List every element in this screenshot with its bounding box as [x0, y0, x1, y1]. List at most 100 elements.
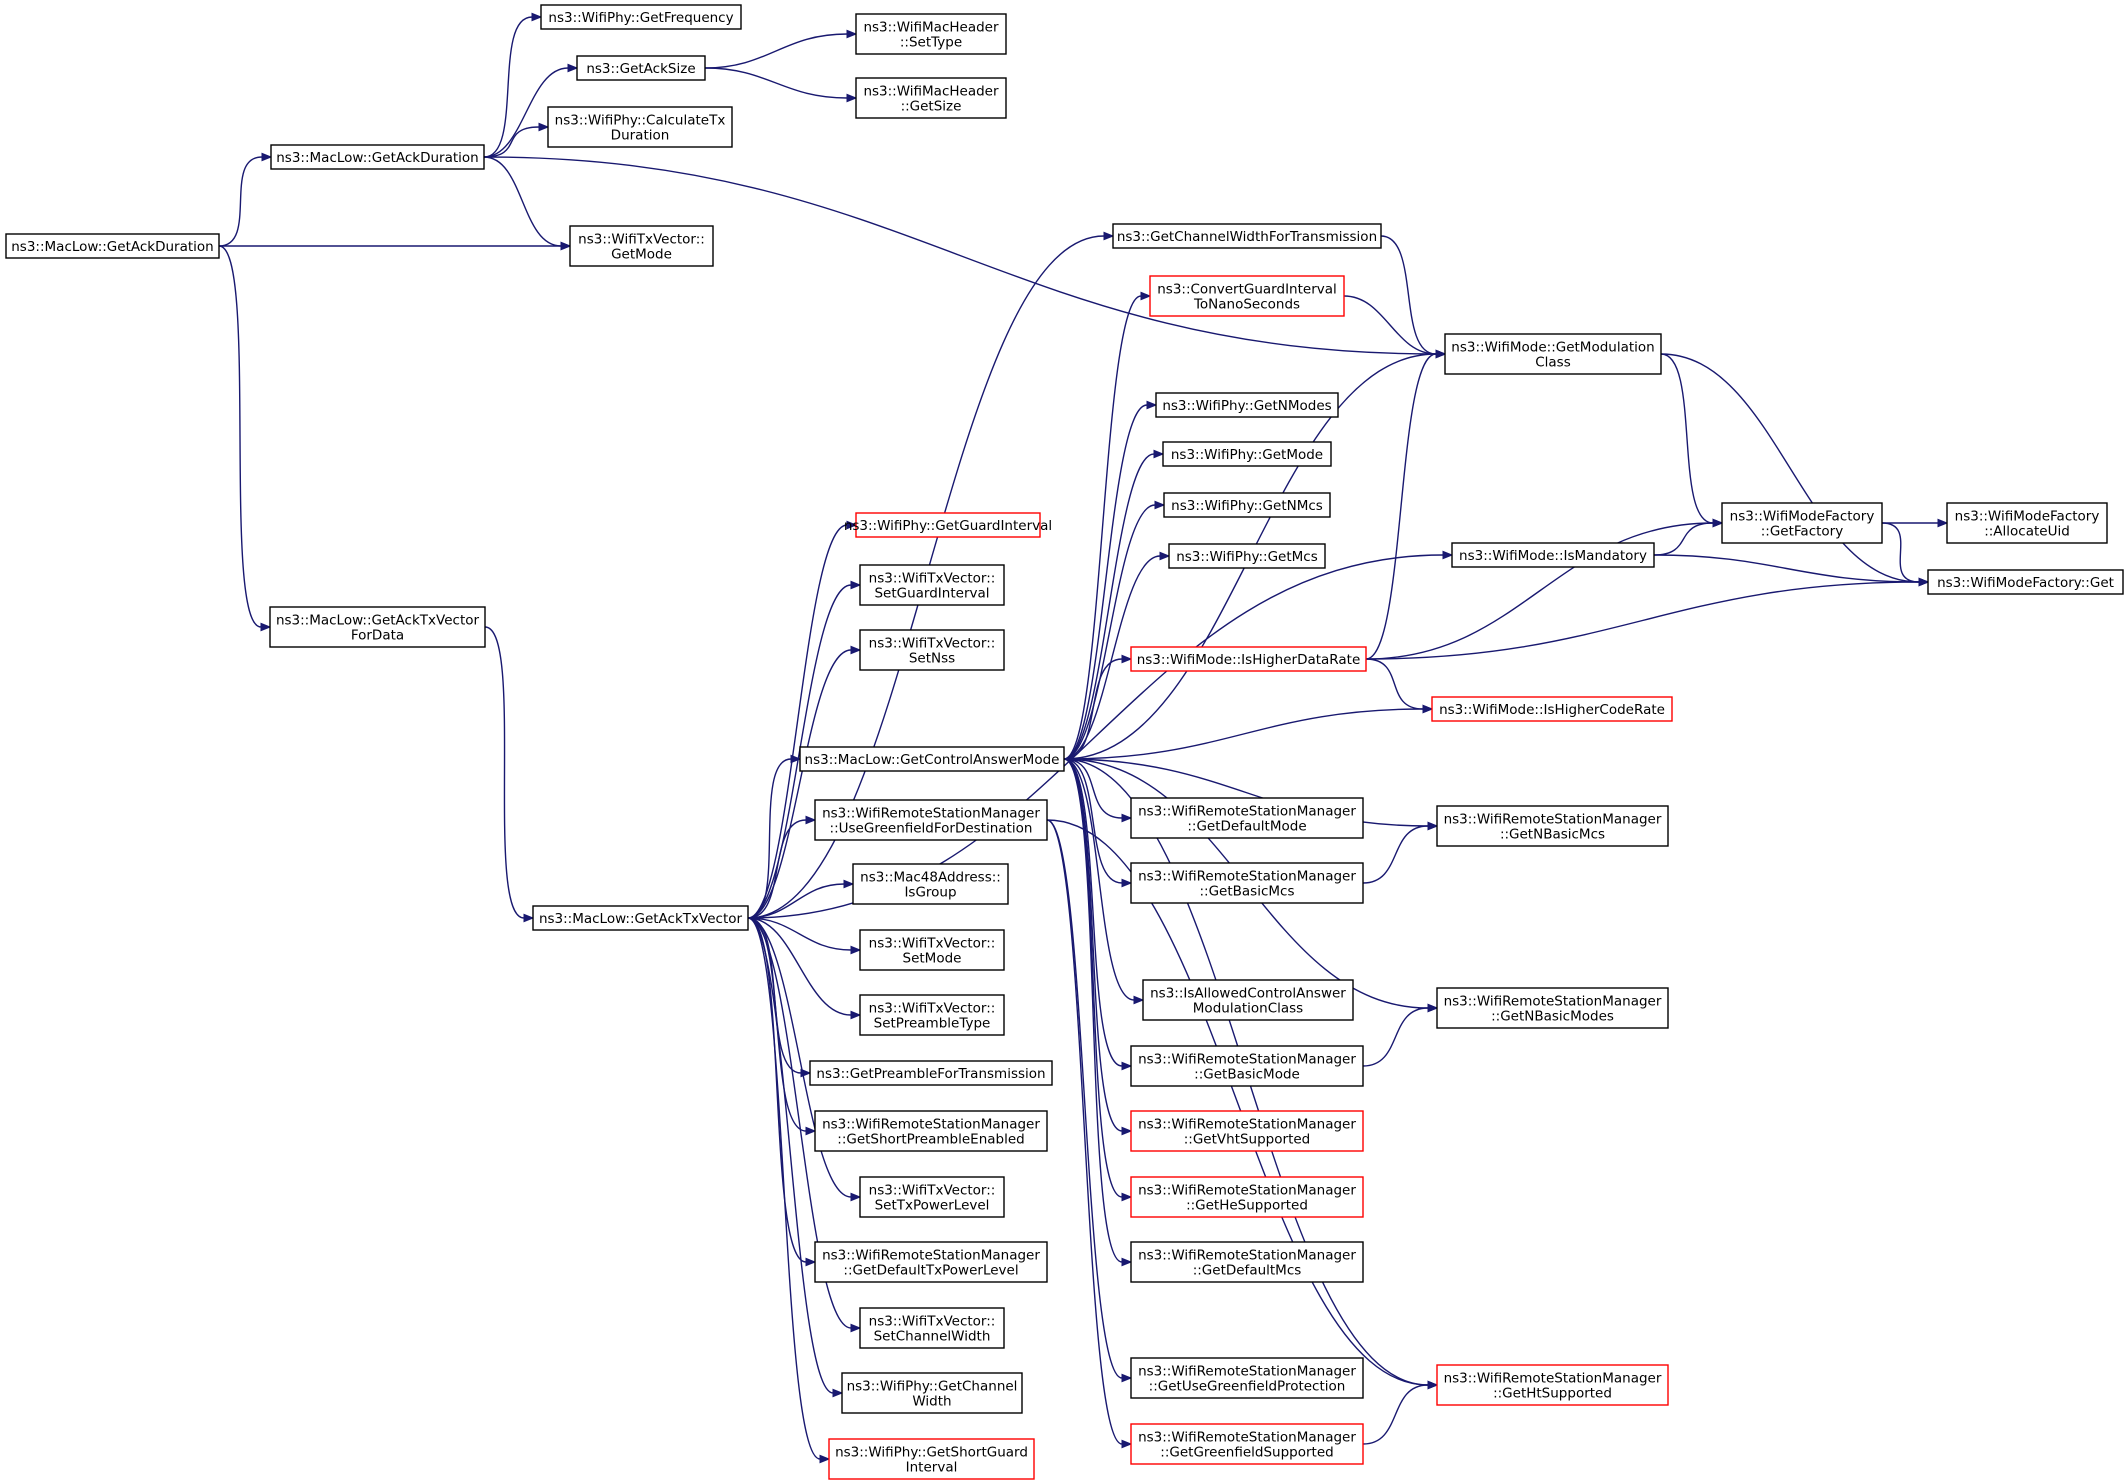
node-box	[1130, 1045, 1364, 1087]
node-wrsm-use-greenfield-for-destination[interactable]: ns3::WifiRemoteStationManager::UseGreenf…	[814, 799, 1048, 841]
node-box	[547, 106, 733, 148]
node-wifitxvector-set-tx-power-level[interactable]: ns3::WifiTxVector::SetTxPowerLevel	[859, 1176, 1005, 1218]
node-maclow-get-ack-tx-vector[interactable]: ns3::MacLow::GetAckTxVector	[532, 905, 749, 931]
node-box	[859, 629, 1005, 671]
node-label: SetTxPowerLevel	[875, 1198, 990, 1214]
arrow-head-maclow-get-ack-tx-vector-to-wifitxvector-set-channel-width	[850, 1323, 862, 1333]
node-wifiphy-get-mcs[interactable]: ns3::WifiPhy::GetMcs	[1168, 543, 1326, 569]
node-wifimode-is-higher-data-rate[interactable]: ns3::WifiMode::IsHigherDataRate	[1130, 646, 1367, 672]
arrow-head-maclow-get-control-answer-mode-to-wifimode-is-higher-code-rate	[1422, 704, 1434, 714]
node-wrsm-get-ht-supported[interactable]: ns3::WifiRemoteStationManager::GetHtSupp…	[1436, 1364, 1669, 1406]
node-wifiphy-get-channel-width[interactable]: ns3::WifiPhy::GetChannelWidth	[841, 1372, 1023, 1414]
node-get-preamble-for-transmission[interactable]: ns3::GetPreambleForTransmission	[809, 1060, 1053, 1086]
node-label: ToNanoSeconds	[1193, 297, 1300, 313]
edge-maclow-get-control-answer-mode-to-wrsm-get-n-basic-mcs	[1063, 758, 1429, 827]
node-wifitxvector-set-mode[interactable]: ns3::WifiTxVector::SetMode	[859, 929, 1005, 971]
node-wrsm-get-default-mcs[interactable]: ns3::WifiRemoteStationManager::GetDefaul…	[1130, 1241, 1364, 1283]
node-label: ns3::WifiRemoteStationManager	[822, 806, 1040, 822]
node-wifiphy-get-n-modes[interactable]: ns3::WifiPhy::GetNModes	[1155, 392, 1339, 418]
node-wifimode-is-higher-code-rate[interactable]: ns3::WifiMode::IsHigherCodeRate	[1431, 696, 1673, 722]
node-wifitxvector-set-nss[interactable]: ns3::WifiTxVector::SetNss	[859, 629, 1005, 671]
node-label: ::AllocateUid	[1984, 524, 2070, 540]
node-label: SetChannelWidth	[874, 1329, 991, 1345]
node-wrsm-get-vht-supported[interactable]: ns3::WifiRemoteStationManager::GetVhtSup…	[1130, 1110, 1364, 1152]
node-box	[859, 1307, 1005, 1349]
node-wrsm-get-greenfield-supported[interactable]: ns3::WifiRemoteStationManager::GetGreenf…	[1130, 1423, 1364, 1465]
node-wifitxvector-set-channel-width[interactable]: ns3::WifiTxVector::SetChannelWidth	[859, 1307, 1005, 1349]
node-box	[1436, 805, 1669, 847]
node-wifimacheader-get-size[interactable]: ns3::WifiMacHeader::GetSize	[855, 77, 1007, 119]
arrow-head-wrsm-get-greenfield-supported-to-wrsm-get-ht-supported	[1427, 1380, 1439, 1390]
node-wifimodefactory-get-factory[interactable]: ns3::WifiModeFactory::GetFactory	[1721, 502, 1883, 544]
node-wifiphy-get-frequency[interactable]: ns3::WifiPhy::GetFrequency	[540, 4, 742, 30]
node-label: IsGroup	[904, 885, 956, 901]
node-label: ns3::WifiPhy::GetMcs	[1176, 549, 1318, 565]
node-box	[855, 77, 1007, 119]
node-wrsm-get-he-supported[interactable]: ns3::WifiRemoteStationManager::GetHeSupp…	[1130, 1176, 1364, 1218]
node-label: SetPreambleType	[874, 1016, 991, 1032]
node-label: ::SetType	[900, 35, 962, 51]
node-box	[852, 863, 1009, 905]
node-box	[1130, 1176, 1364, 1218]
node-maclow-get-ack-duration[interactable]: ns3::MacLow::GetAckDuration	[270, 144, 485, 170]
edge-wrsm-get-basic-mode-to-wrsm-get-n-basic-modes	[1362, 1007, 1429, 1067]
node-box	[1130, 1423, 1364, 1465]
edge-maclow-get-control-answer-mode-to-wrsm-get-he-supported	[1063, 758, 1123, 1198]
node-mac48address-is-group[interactable]: ns3::Mac48Address::IsGroup	[852, 863, 1009, 905]
node-get-ack-duration-root[interactable]: ns3::MacLow::GetAckDuration	[5, 233, 220, 259]
edge-maclow-get-ack-tx-vector-to-wrsm-get-default-tx-power-level	[747, 917, 807, 1263]
node-label: ::GetSize	[901, 99, 962, 115]
node-wrsm-get-default-tx-power-level[interactable]: ns3::WifiRemoteStationManager::GetDefaul…	[814, 1241, 1048, 1283]
node-wrsm-get-n-basic-mcs[interactable]: ns3::WifiRemoteStationManager::GetNBasic…	[1436, 805, 1669, 847]
node-box	[841, 1372, 1023, 1414]
node-wrsm-get-default-mode[interactable]: ns3::WifiRemoteStationManager::GetDefaul…	[1130, 797, 1364, 839]
node-label: ns3::ConvertGuardInterval	[1157, 282, 1337, 298]
node-wrsm-get-n-basic-modes[interactable]: ns3::WifiRemoteStationManager::GetNBasic…	[1436, 987, 1669, 1029]
node-wifitxvector-set-preamble-type[interactable]: ns3::WifiTxVector::SetPreambleType	[859, 994, 1005, 1036]
node-label: ns3::WifiMacHeader	[863, 84, 999, 100]
node-label: Duration	[611, 128, 670, 144]
node-wifiphy-get-guard-interval[interactable]: ns3::WifiPhy::GetGuardInterval	[844, 512, 1052, 538]
node-wifiphy-get-mode[interactable]: ns3::WifiPhy::GetMode	[1162, 441, 1332, 467]
node-wifitxvector-get-mode[interactable]: ns3::WifiTxVector::GetMode	[569, 225, 714, 267]
edge-maclow-get-control-answer-mode-to-wifimode-is-higher-data-rate	[1063, 658, 1123, 760]
node-wifiphy-get-n-mcs[interactable]: ns3::WifiPhy::GetNMcs	[1163, 492, 1331, 518]
node-get-ack-size[interactable]: ns3::GetAckSize	[576, 55, 706, 81]
node-wrsm-get-basic-mode[interactable]: ns3::WifiRemoteStationManager::GetBasicM…	[1130, 1045, 1364, 1087]
node-label: ::GetBasicMode	[1194, 1067, 1300, 1083]
node-get-channel-width-for-transmission[interactable]: ns3::GetChannelWidthForTransmission	[1112, 223, 1382, 249]
edge-maclow-get-ack-tx-vector-to-wifitxvector-set-tx-power-level	[747, 917, 852, 1198]
node-wifitxvector-set-guard-interval[interactable]: ns3::WifiTxVector::SetGuardInterval	[859, 564, 1005, 606]
node-is-allowed-control-answer-modulation-class[interactable]: ns3::IsAllowedControlAnswerModulationCla…	[1142, 979, 1354, 1021]
arrow-head-maclow-get-control-answer-mode-to-wrsm-get-vht-supported	[1121, 1126, 1133, 1136]
edge-maclow-get-ack-tx-vector-to-wifitxvector-set-channel-width	[747, 917, 852, 1329]
edge-maclow-get-ack-tx-vector-to-wifiphy-get-channel-width	[747, 917, 834, 1394]
node-maclow-get-control-answer-mode[interactable]: ns3::MacLow::GetControlAnswerMode	[799, 746, 1065, 772]
node-box	[809, 1060, 1053, 1086]
node-label: ns3::Mac48Address::	[860, 870, 1001, 886]
node-label: ::GetNBasicMcs	[1500, 827, 1605, 843]
edge-maclow-get-ack-tx-vector-to-wrsm-use-greenfield-for-destination	[747, 819, 807, 919]
node-label: ::GetDefaultMode	[1187, 819, 1306, 835]
node-wrsm-get-basic-mcs[interactable]: ns3::WifiRemoteStationManager::GetBasicM…	[1130, 862, 1364, 904]
node-box	[814, 1110, 1048, 1152]
edge-maclow-get-ack-tx-vector-to-wifiphy-get-guard-interval	[747, 524, 848, 919]
arrow-head-maclow-get-ack-tx-vector-to-wifiphy-get-channel-width	[832, 1388, 844, 1398]
node-box	[828, 1438, 1035, 1480]
node-label: ns3::WifiRemoteStationManager	[1138, 804, 1356, 820]
node-wrsm-get-use-greenfield-protection[interactable]: ns3::WifiRemoteStationManager::GetUseGre…	[1130, 1357, 1364, 1399]
edge-wrsm-use-greenfield-for-destination-to-wrsm-get-use-greenfield-protection	[1046, 819, 1123, 1379]
node-wifimacheader-set-type[interactable]: ns3::WifiMacHeader::SetType	[855, 13, 1007, 55]
node-box	[814, 1241, 1048, 1283]
edge-wifimode-get-modulation-class-to-wifimodefactory-get-factory	[1660, 353, 1714, 524]
node-wifimode-is-mandatory[interactable]: ns3::WifiMode::IsMandatory	[1451, 542, 1655, 568]
node-wifimodefactory-allocate-uid[interactable]: ns3::WifiModeFactory::AllocateUid	[1946, 502, 2108, 544]
node-wifimodefactory-get[interactable]: ns3::WifiModeFactory::Get	[1927, 569, 2124, 595]
node-wrsm-get-short-preamble-enabled[interactable]: ns3::WifiRemoteStationManager::GetShortP…	[814, 1110, 1048, 1152]
